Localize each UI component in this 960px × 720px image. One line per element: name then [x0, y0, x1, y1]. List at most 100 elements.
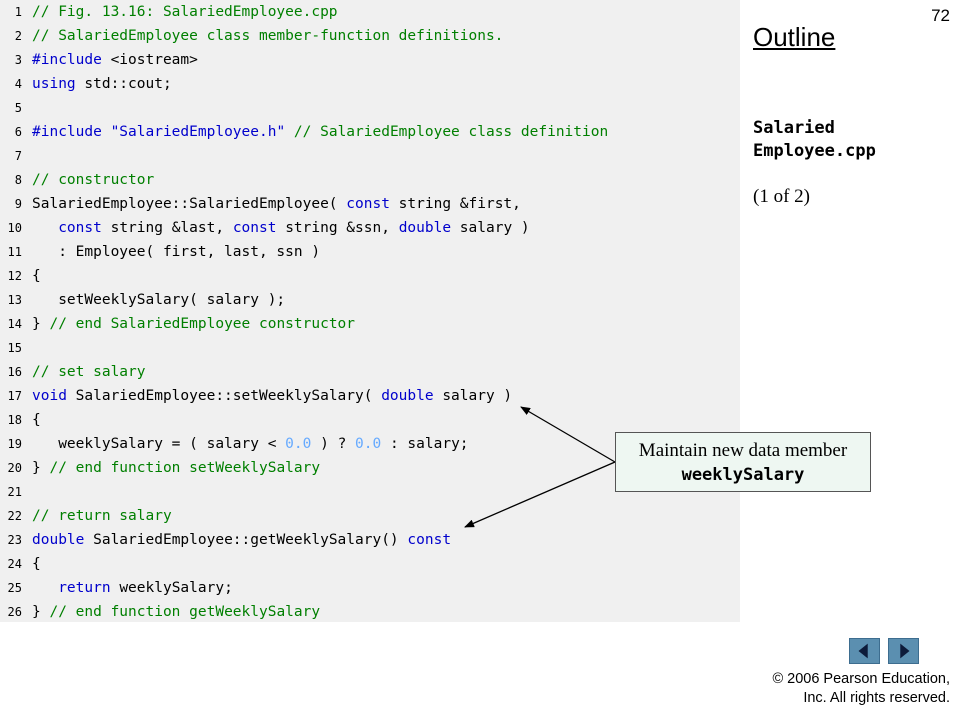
code-token-normal: }: [32, 604, 50, 620]
code-token-normal: <iostream>: [101, 52, 198, 68]
line-number: 4: [14, 77, 22, 91]
code-line: 8 // constructor: [0, 168, 740, 192]
code-line: 21: [0, 480, 740, 504]
code-token-keyword: #include: [32, 52, 102, 68]
code-text: } // end function setWeeklySalary: [32, 456, 320, 480]
file-name-line-1: Salaried: [753, 118, 835, 138]
code-text: return weeklySalary;: [32, 576, 233, 600]
code-token-normal: string &ssn,: [276, 220, 399, 236]
code-line: 2 // SalariedEmployee class member-functi…: [0, 24, 740, 48]
code-token-normal: ) ?: [311, 436, 356, 452]
line-number: 21: [7, 485, 22, 499]
code-token-comment: // Fig. 13.16: SalariedEmployee.cpp: [32, 4, 338, 20]
line-number: 17: [7, 389, 22, 403]
code-text: {: [32, 408, 41, 432]
code-token-keyword: const: [346, 196, 390, 212]
code-line: 25 return weeklySalary;: [0, 576, 740, 600]
code-token-comment: // SalariedEmployee class member-functio…: [32, 28, 504, 44]
code-listing: 1 // Fig. 13.16: SalariedEmployee.cpp 2 // …: [0, 0, 740, 622]
line-number: 2: [14, 29, 22, 43]
callout-box: Maintain new data member weeklySalary: [615, 432, 871, 492]
line-number: 8: [14, 173, 22, 187]
code-token-normal: std::cout;: [75, 76, 172, 92]
line-number: 10: [7, 221, 22, 235]
code-token-normal: {: [32, 556, 41, 572]
code-line: 18{: [0, 408, 740, 432]
code-text: {: [32, 552, 41, 576]
code-text: #include "SalariedEmployee.h" // Salarie…: [32, 120, 608, 144]
file-name-line-2: Employee.cpp: [753, 141, 876, 161]
code-line: 10 const string &last, const string &ssn…: [0, 216, 740, 240]
code-text: SalariedEmployee::SalariedEmployee( cons…: [32, 192, 521, 216]
part-label: (1 of 2): [753, 186, 810, 207]
code-text: } // end SalariedEmployee constructor: [32, 312, 355, 336]
code-token-normal: SalariedEmployee::setWeeklySalary(: [66, 388, 382, 404]
line-number: 26: [7, 605, 22, 619]
line-number: 1: [14, 5, 22, 19]
code-token-keyword: double: [398, 220, 452, 236]
code-text: : Employee( first, last, ssn ): [32, 240, 320, 264]
code-line: 4 using std::cout;: [0, 72, 740, 96]
code-token-normal: weeklySalary = ( salary <: [32, 436, 286, 452]
previous-slide-button[interactable]: [849, 638, 880, 664]
line-number: 5: [14, 101, 22, 115]
code-text: using std::cout;: [32, 72, 172, 96]
code-token-keyword: return: [58, 580, 111, 596]
code-token-normal: : salary;: [381, 436, 469, 452]
code-line: 1 // Fig. 13.16: SalariedEmployee.cpp: [0, 0, 740, 24]
line-number: 14: [7, 317, 22, 331]
code-text: // SalariedEmployee class member-functio…: [32, 24, 503, 48]
line-number: 16: [7, 365, 22, 379]
code-text: // constructor: [32, 168, 154, 192]
triangle-left-icon: [858, 643, 868, 659]
arrow-to-get-function: [464, 461, 616, 528]
next-slide-button[interactable]: [888, 638, 919, 664]
code-token-normal: SalariedEmployee::SalariedEmployee(: [32, 196, 347, 212]
code-line: 13 setWeeklySalary( salary );: [0, 288, 740, 312]
line-number: 24: [7, 557, 22, 571]
code-token-normal: string &last,: [101, 220, 233, 236]
code-token-comment: // end function setWeeklySalary: [49, 460, 321, 476]
line-number: 3: [14, 53, 22, 67]
code-token-comment: // SalariedEmployee class definition: [293, 124, 609, 140]
code-token-number: 0.0: [355, 436, 382, 452]
code-token-keyword: const: [232, 220, 277, 236]
outline-title: Outline: [753, 22, 836, 52]
code-text: // set salary: [32, 360, 146, 384]
line-number: 9: [14, 197, 22, 211]
arrow-to-set-function: [520, 406, 616, 463]
code-token-normal: setWeeklySalary( salary );: [32, 292, 286, 308]
code-text: // return salary: [32, 504, 172, 528]
code-line: 16 // set salary: [0, 360, 740, 384]
code-line: 17 void SalariedEmployee::setWeeklySalary…: [0, 384, 740, 408]
code-token-normal: weeklySalary;: [110, 580, 233, 596]
line-number: 11: [7, 245, 22, 259]
code-line: 7: [0, 144, 740, 168]
code-token-normal: : Employee( first, last, ssn ): [32, 244, 321, 260]
code-token-normal: {: [32, 268, 41, 284]
code-token-keyword: double: [381, 388, 434, 404]
code-line: 3 #include <iostream>: [0, 48, 740, 72]
code-token-normal: {: [32, 412, 41, 428]
code-text: } // end function getWeeklySalary: [32, 600, 320, 624]
page-number: 72: [931, 6, 950, 25]
line-number: 25: [7, 581, 22, 595]
code-token-string: "SalariedEmployee.h": [110, 124, 286, 140]
code-token-normal: SalariedEmployee::getWeeklySalary(): [84, 532, 408, 548]
code-line: 5: [0, 96, 740, 120]
code-token-number: 0.0: [285, 436, 312, 452]
copyright-line-1: © 2006 Pearson Education,: [772, 671, 950, 687]
code-token-normal: }: [32, 460, 50, 476]
code-text: const string &last, const string &ssn, d…: [32, 216, 529, 240]
line-number: 6: [14, 125, 22, 139]
code-line: 9 SalariedEmployee::SalariedEmployee( con…: [0, 192, 740, 216]
code-token-keyword: void: [32, 388, 67, 404]
line-number: 13: [7, 293, 22, 307]
code-text: weeklySalary = ( salary < 0.0 ) ? 0.0 : …: [32, 432, 469, 456]
file-name: Salaried Employee.cpp: [753, 117, 953, 163]
code-line: 12{: [0, 264, 740, 288]
code-line: 26 } // end function getWeeklySalary: [0, 600, 740, 624]
code-line: 15: [0, 336, 740, 360]
